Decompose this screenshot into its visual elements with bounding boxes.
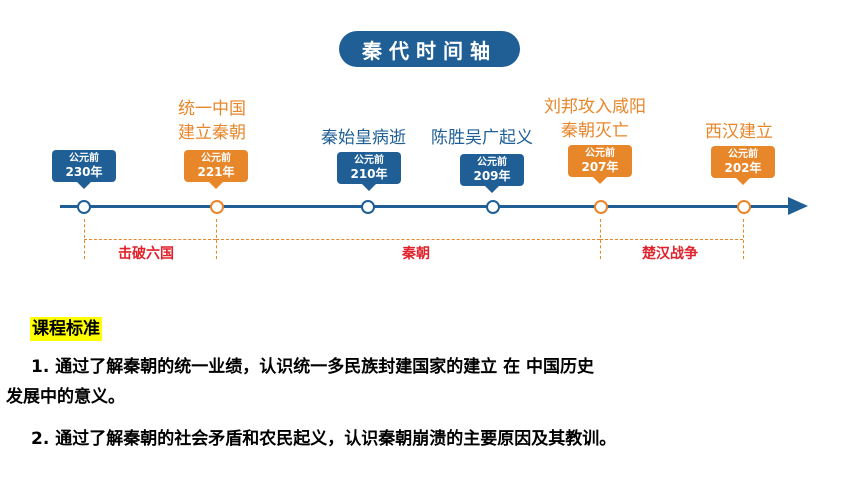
span-label-conquest: 击破六国 (118, 246, 174, 262)
timeline-dot-202 (737, 200, 751, 214)
span-label-qin: 秦朝 (402, 246, 430, 262)
span-label-chuhan: 楚汉战争 (642, 246, 698, 262)
date-badge-207: 公元前 207年 (568, 145, 632, 184)
span-line-chuhan (600, 239, 743, 240)
badge-year: 210年 (350, 167, 388, 181)
badge-prefix: 公元前 (69, 153, 99, 164)
event-221-line2: 建立秦朝 (178, 123, 246, 143)
standard-item-2: 2. 通过了解秦朝的社会矛盾和农民起义，认识秦朝崩溃的主要原因及其教训。 (31, 429, 617, 449)
badge-year: 230年 (65, 165, 103, 179)
timeline-dot-221 (210, 200, 224, 214)
timeline-dot-209 (486, 200, 500, 214)
badge-year: 207年 (581, 160, 619, 174)
timeline-title: 秦代时间轴 (339, 31, 520, 67)
badge-prefix: 公元前 (477, 157, 507, 168)
span-line-conquest (84, 239, 216, 240)
span-tick (743, 219, 744, 259)
badge-year: 202年 (724, 161, 762, 175)
badge-prefix: 公元前 (728, 149, 758, 160)
date-badge-209: 公元前 209年 (460, 154, 524, 193)
badge-prefix: 公元前 (354, 155, 384, 166)
timeline-dot-210 (361, 200, 375, 214)
standard-item-1-line2: 发展中的意义。 (6, 387, 125, 407)
timeline-dot-230 (77, 200, 91, 214)
event-221-line1: 统一中国 (178, 99, 246, 119)
event-207-line2: 秦朝灭亡 (561, 121, 629, 141)
event-221-label: 统一中国 建立秦朝 (178, 97, 246, 145)
standard-item-1-line1: 1. 通过了解秦朝的统一业绩，认识统一多民族封建国家的建立 在 中国历史 (31, 357, 595, 377)
date-badge-202: 公元前 202年 (711, 146, 775, 185)
date-badge-210: 公元前 210年 (337, 152, 401, 191)
date-badge-230: 公元前 230年 (52, 150, 116, 189)
event-209-label: 陈胜吴广起义 (431, 128, 533, 148)
event-207-line1: 刘邦攻入咸阳 (544, 97, 646, 117)
standards-heading: 课程标准 (30, 317, 102, 341)
badge-year: 209年 (473, 169, 511, 183)
timeline-dot-207 (594, 200, 608, 214)
event-202-label: 西汉建立 (705, 122, 773, 142)
event-210-label: 秦始皇病逝 (321, 128, 406, 148)
timeline-axis (60, 205, 792, 208)
badge-prefix: 公元前 (585, 148, 615, 159)
badge-prefix: 公元前 (201, 153, 231, 164)
axis-arrow-icon (788, 197, 808, 215)
badge-year: 221年 (197, 165, 235, 179)
span-line-qin (216, 239, 600, 240)
date-badge-221: 公元前 221年 (184, 150, 248, 189)
event-207-label: 刘邦攻入咸阳 秦朝灭亡 (544, 95, 646, 143)
